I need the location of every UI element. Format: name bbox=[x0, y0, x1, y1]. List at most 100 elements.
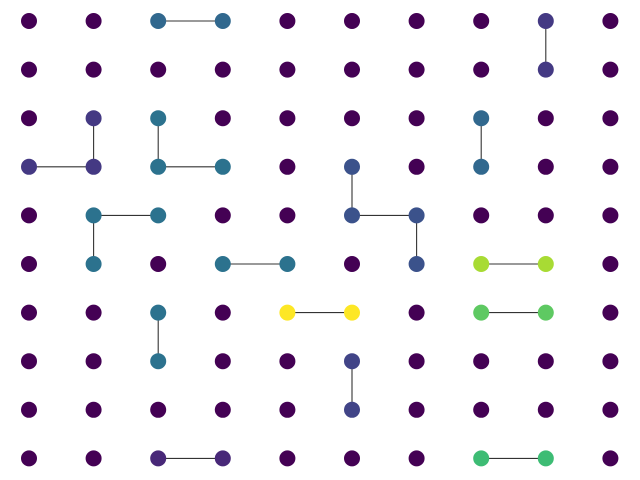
graph-node bbox=[21, 401, 37, 418]
graph-node bbox=[214, 158, 231, 175]
graph-node bbox=[85, 158, 102, 175]
graph-node bbox=[344, 158, 360, 175]
graph-node bbox=[473, 304, 490, 321]
graph-node bbox=[214, 207, 231, 224]
graph-node bbox=[214, 110, 231, 127]
graph-node bbox=[473, 207, 490, 224]
graph-node bbox=[473, 13, 490, 29]
graph-node bbox=[150, 450, 167, 467]
nodes-layer bbox=[21, 13, 619, 467]
graph-node bbox=[85, 13, 102, 29]
graph-node bbox=[473, 353, 490, 370]
graph-node bbox=[214, 304, 231, 321]
graph-node bbox=[85, 401, 102, 418]
graph-node bbox=[150, 61, 167, 78]
graph-node bbox=[602, 13, 619, 29]
graph-node bbox=[150, 256, 167, 272]
graph-node bbox=[85, 353, 102, 370]
graph-node bbox=[473, 450, 490, 467]
graph-node bbox=[537, 304, 554, 321]
graph-node bbox=[150, 207, 167, 224]
graph-node bbox=[602, 110, 619, 127]
graph-node bbox=[85, 256, 102, 272]
graph-node bbox=[408, 304, 425, 321]
graph-node bbox=[537, 353, 554, 370]
graph-node bbox=[408, 353, 425, 370]
graph-node bbox=[408, 158, 425, 175]
graph-node bbox=[537, 207, 554, 224]
graph-node bbox=[408, 401, 425, 418]
edges-layer bbox=[29, 20, 547, 459]
graph-node bbox=[214, 450, 231, 467]
graph-node bbox=[602, 401, 619, 418]
graph-node bbox=[344, 61, 360, 78]
graph-node bbox=[537, 450, 554, 467]
graph-node bbox=[537, 61, 554, 78]
graph-node bbox=[344, 13, 360, 29]
graph-node bbox=[279, 450, 296, 467]
graph-node bbox=[150, 13, 167, 29]
graph-node bbox=[602, 158, 619, 175]
graph-node bbox=[21, 353, 37, 370]
graph-node bbox=[537, 256, 554, 272]
graph-node bbox=[21, 13, 37, 29]
graph-node bbox=[473, 401, 490, 418]
graph-node bbox=[602, 304, 619, 321]
graph-node bbox=[344, 304, 360, 321]
graph-node bbox=[85, 207, 102, 224]
graph-node bbox=[344, 110, 360, 127]
graph-node bbox=[21, 304, 37, 321]
graph-node bbox=[408, 110, 425, 127]
graph-node bbox=[21, 207, 37, 224]
graph-node bbox=[85, 304, 102, 321]
graph-node bbox=[279, 304, 296, 321]
graph-node bbox=[279, 353, 296, 370]
graph-node bbox=[214, 256, 231, 272]
graph-node bbox=[408, 13, 425, 29]
graph-node bbox=[473, 158, 490, 175]
graph-node bbox=[279, 110, 296, 127]
graph-node bbox=[408, 256, 425, 272]
graph-node bbox=[344, 450, 360, 467]
graph-node bbox=[537, 110, 554, 127]
graph-node bbox=[537, 158, 554, 175]
graph-node bbox=[473, 61, 490, 78]
graph-node bbox=[214, 13, 231, 29]
graph-node bbox=[21, 158, 37, 175]
graph-node bbox=[279, 207, 296, 224]
graph-node bbox=[279, 158, 296, 175]
graph-node bbox=[214, 401, 231, 418]
graph-node bbox=[21, 256, 37, 272]
graph-node bbox=[473, 110, 490, 127]
graph-node bbox=[150, 401, 167, 418]
graph-node bbox=[473, 256, 490, 272]
graph-node bbox=[279, 61, 296, 78]
graph-node bbox=[602, 450, 619, 467]
graph-node bbox=[344, 353, 360, 370]
graph-node bbox=[602, 353, 619, 370]
graph-node bbox=[214, 353, 231, 370]
graph-node bbox=[214, 61, 231, 78]
graph-node bbox=[85, 110, 102, 127]
graph-node bbox=[537, 13, 554, 29]
graph-node bbox=[344, 256, 360, 272]
graph-node bbox=[408, 207, 425, 224]
graph-node bbox=[602, 207, 619, 224]
graph-node bbox=[279, 13, 296, 29]
graph-node bbox=[21, 61, 37, 78]
graph-node bbox=[602, 256, 619, 272]
graph-node bbox=[344, 401, 360, 418]
graph-node bbox=[408, 450, 425, 467]
graph-node bbox=[150, 304, 167, 321]
graph-node bbox=[150, 110, 167, 127]
graph-node bbox=[21, 450, 37, 467]
graph-node bbox=[537, 401, 554, 418]
graph-node bbox=[408, 61, 425, 78]
graph-node bbox=[85, 450, 102, 467]
graph-node bbox=[150, 353, 167, 370]
graph-node bbox=[344, 207, 360, 224]
graph-node bbox=[85, 61, 102, 78]
graph-node bbox=[279, 256, 296, 272]
